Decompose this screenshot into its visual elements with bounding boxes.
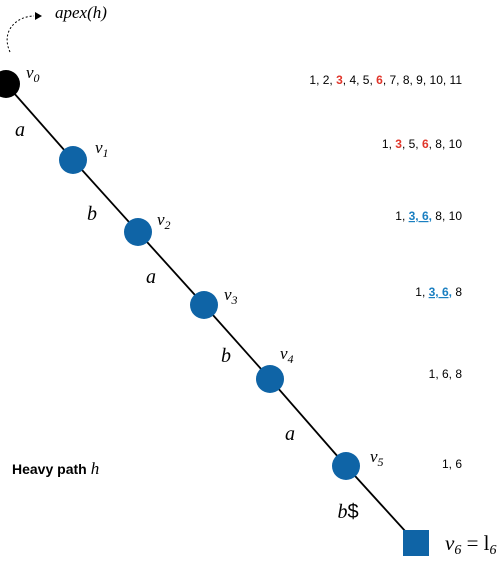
- edge-label-2: a: [146, 266, 156, 288]
- position-list-3: 1, 3, 6, 8: [415, 285, 462, 299]
- position-lists: 1, 2, 3, 4, 5, 6, 7, 8, 9, 10, 11 1, 3, 5…: [309, 73, 462, 471]
- node-v6: [403, 530, 429, 556]
- edge-label-4: a: [285, 423, 295, 445]
- edge-2: [137, 231, 205, 306]
- node-label-v5: v5: [370, 447, 384, 469]
- edge-3: [203, 304, 271, 380]
- edge-label-5: b$: [337, 501, 358, 523]
- position-list-2: 1, 3, 6, 8, 10: [395, 209, 462, 223]
- edge-1: [72, 159, 139, 233]
- position-list-4: 1, 6, 8: [429, 367, 463, 381]
- path-edges: [5, 83, 417, 544]
- node-labels: v0 v1 v2 v3 v4 v5 v6 = l6: [26, 63, 497, 558]
- position-list-0: 1, 2, 3, 4, 5, 6, 7, 8, 9, 10, 11: [309, 73, 462, 87]
- node-label-v2: v2: [157, 210, 171, 232]
- edge-label-1: b: [87, 203, 97, 225]
- node-v1: [59, 146, 87, 174]
- node-v2: [124, 218, 152, 246]
- path-nodes: [0, 70, 429, 556]
- edge-4: [269, 378, 347, 467]
- edge-0: [5, 83, 74, 161]
- apex-arrow-head: [35, 12, 42, 20]
- node-v5: [332, 452, 360, 480]
- node-v4: [256, 365, 284, 393]
- edge-label-0: a: [15, 119, 25, 141]
- edge-labels: a b a b a b$: [15, 119, 359, 523]
- edge-label-3: b: [221, 345, 231, 367]
- node-v3: [190, 291, 218, 319]
- node-label-v0: v0: [26, 63, 40, 85]
- node-label-v4: v4: [280, 344, 294, 366]
- node-v0: [0, 70, 20, 98]
- node-label-v6: v6 = l6: [445, 531, 497, 558]
- position-list-1: 1, 3, 5, 6, 8, 10: [382, 137, 462, 151]
- apex-label: apex(h): [55, 3, 107, 22]
- node-label-v1: v1: [95, 138, 109, 160]
- apex-arrow: [6, 15, 35, 53]
- node-label-v3: v3: [224, 285, 238, 307]
- position-list-5: 1, 6: [442, 457, 462, 471]
